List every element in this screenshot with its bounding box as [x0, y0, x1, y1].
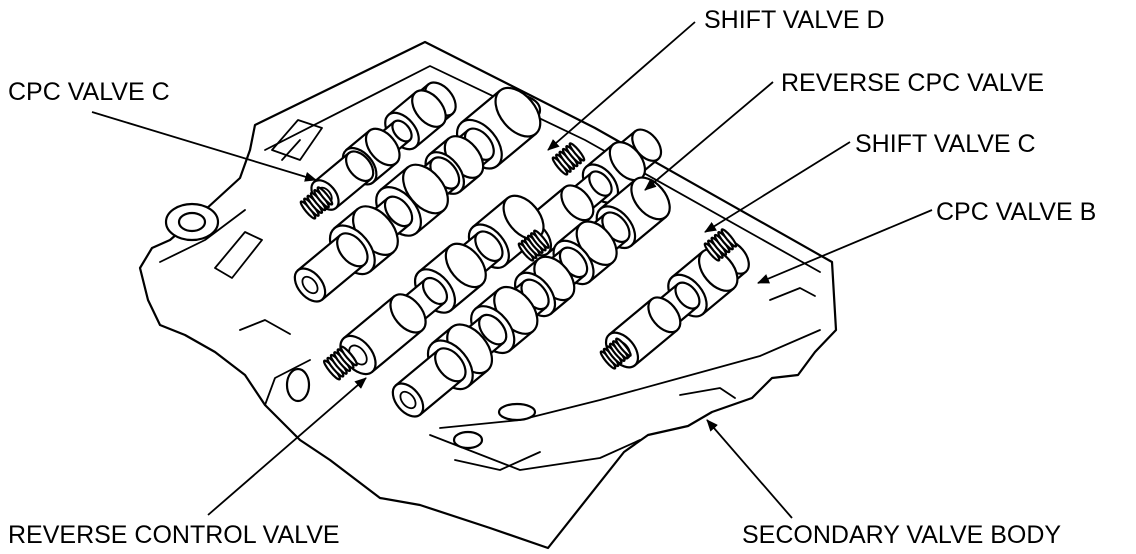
- leader-shift-valve-c: [704, 141, 851, 233]
- label-reverse-cpc-valve: REVERSE CPC VALVE: [781, 69, 1045, 97]
- label-shift-valve-d: SHIFT VALVE D: [704, 6, 885, 34]
- leader-cpc-valve-b: [757, 209, 933, 284]
- leader-reverse-control-valve: [207, 377, 367, 516]
- spring-reverse-control-valve: [322, 345, 358, 381]
- leader-shift-valve-d: [547, 21, 696, 151]
- valve-shift-valve-d-segment: [293, 232, 369, 303]
- spring-cpc-valve-c: [299, 186, 334, 220]
- valve-shift-valve-c: [391, 176, 671, 418]
- label-cpc-valve-b: CPC VALVE B: [936, 198, 1097, 226]
- valve-spools: [293, 81, 750, 418]
- label-cpc-valve-c: CPC VALVE C: [8, 78, 170, 106]
- label-shift-valve-c: SHIFT VALVE C: [855, 130, 1036, 158]
- label-reverse-control-valve: REVERSE CONTROL VALVE: [8, 521, 340, 549]
- valve-reverse-cpc-valve: [517, 128, 663, 257]
- valve-reverse-control-valve-segment: [339, 293, 427, 376]
- valve-cpc-valve-b: [604, 239, 750, 369]
- spring-reverse-cpc-valve: [517, 229, 550, 262]
- label-secondary-valve-body: SECONDARY VALVE BODY: [742, 521, 1062, 549]
- spring-shift-valve-d: [551, 142, 586, 176]
- spring-shift-valve-c: [703, 228, 738, 262]
- leader-reverse-cpc-valve: [644, 81, 774, 191]
- leader-secondary-valve-body: [706, 419, 793, 519]
- valve-shift-valve-d: [293, 86, 542, 303]
- leader-lines: [91, 21, 933, 519]
- valve-springs: [299, 142, 738, 381]
- valve-shift-valve-c-segment: [391, 347, 467, 418]
- leader-cpc-valve-c: [91, 111, 317, 182]
- spring-cpc-valve-b: [599, 337, 632, 370]
